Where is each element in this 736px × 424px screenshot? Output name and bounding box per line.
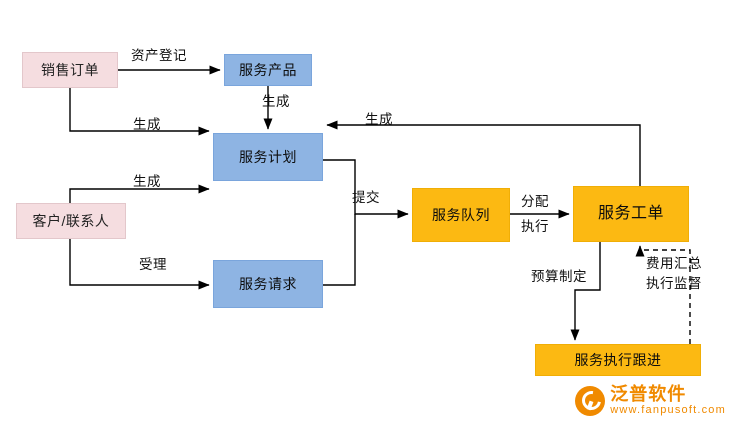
edge-label-generate-customer-to-plan: 生成 [133, 174, 161, 189]
brand-name-cn: 泛普软件 [610, 384, 687, 404]
node-service-queue-label: 服务队列 [432, 206, 490, 223]
edge-label-accept: 受理 [139, 257, 167, 272]
node-sales-order[interactable]: 销售订单 [22, 52, 118, 88]
edge-workorder-to-service-plan [326, 120, 641, 186]
edge-label-generate-order-to-plan: 生成 [133, 117, 161, 132]
edge-label-generate-product-to-plan: 生成 [262, 94, 290, 109]
edge-label-execute-monitor: 执行监督 [646, 276, 702, 291]
edge-workorder-to-followup [570, 242, 601, 341]
edge-service-request-to-service-queue [323, 214, 356, 286]
node-customer-contact[interactable]: 客户/联系人 [16, 203, 126, 239]
node-sales-order-label: 销售订单 [41, 61, 99, 78]
edge-label-cost-summary: 费用汇总 [646, 256, 702, 271]
edge-label-budget-setting: 预算制定 [531, 269, 587, 284]
edge-label-generate-workorder-to-plan: 生成 [365, 112, 393, 127]
node-service-product[interactable]: 服务产品 [224, 54, 312, 86]
brand-logo-text: 泛普软件 www.fanpusoft.com [610, 385, 726, 416]
fanpu-logo-icon [575, 385, 606, 416]
node-service-queue[interactable]: 服务队列 [412, 188, 510, 242]
node-service-plan[interactable]: 服务计划 [213, 133, 323, 181]
edge-label-asset-register: 资产登记 [131, 48, 187, 63]
edge-customer-to-service-plan [69, 184, 210, 203]
node-service-workorder-label: 服务工单 [597, 205, 664, 223]
node-service-product-label: 服务产品 [239, 61, 297, 78]
node-service-followup[interactable]: 服务执行跟进 [535, 344, 701, 376]
node-customer-contact-label: 客户/联系人 [32, 212, 110, 229]
brand-site-url: www.fanpusoft.com [610, 404, 726, 416]
edge-label-assign: 分配 [521, 194, 549, 209]
node-service-request[interactable]: 服务请求 [213, 260, 323, 308]
edge-label-submit: 提交 [352, 190, 380, 205]
node-service-plan-label: 服务计划 [239, 148, 297, 165]
node-service-workorder[interactable]: 服务工单 [573, 186, 689, 242]
brand-logo: 泛普软件 www.fanpusoft.com [575, 385, 726, 416]
node-service-request-label: 服务请求 [239, 275, 297, 292]
edge-label-execute: 执行 [521, 219, 549, 234]
node-service-followup-label: 服务执行跟进 [574, 351, 662, 368]
